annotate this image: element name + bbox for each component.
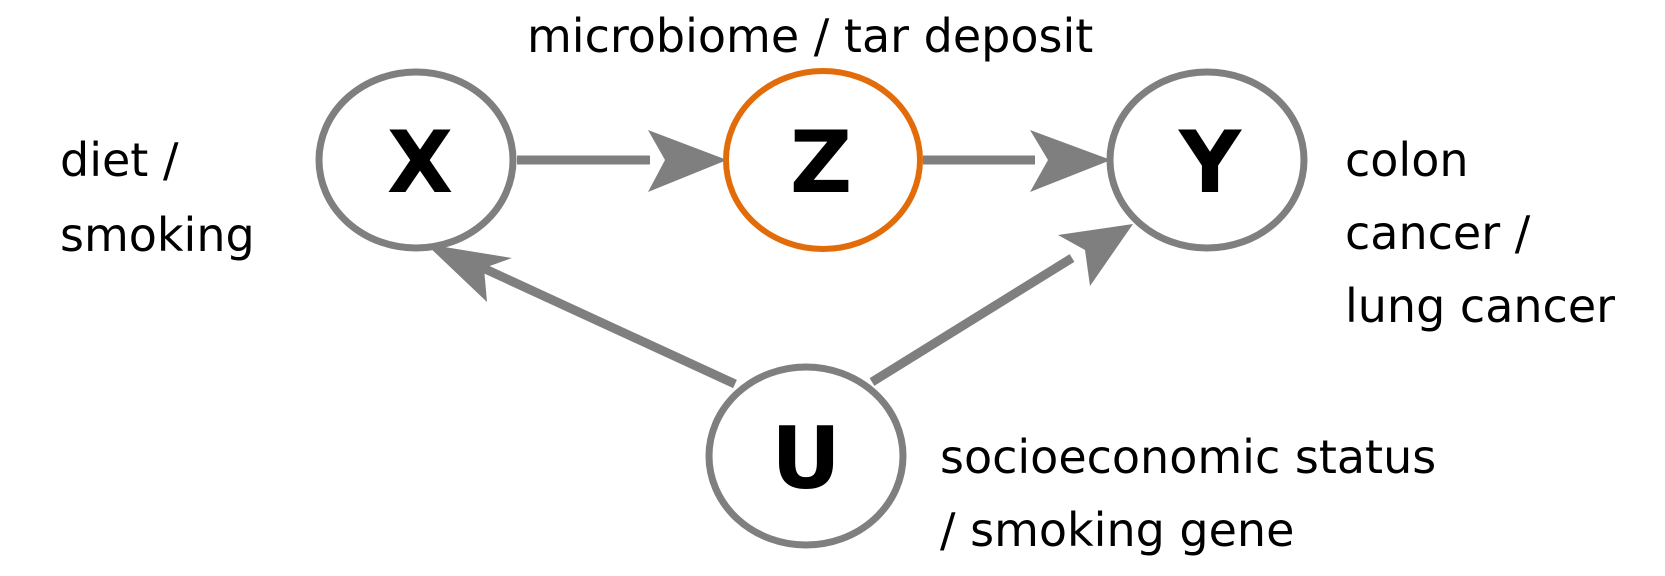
caption-u-line: socioeconomic status [940,430,1436,484]
caption-z: microbiome / tar deposit [527,9,1093,63]
node-u: U [705,363,907,549]
node-x: X [315,68,517,252]
node-y: Y [1106,68,1308,252]
caption-x-line: smoking [60,208,255,262]
caption-y: colon cancer / lung cancer [1345,133,1615,333]
node-u-letter: U [771,409,841,509]
caption-z-line: microbiome / tar deposit [527,9,1093,63]
node-z-circle [723,68,923,252]
caption-x: diet / smoking [60,133,255,262]
node-y-circle [1106,68,1308,252]
arrowhead-x-to-z [648,130,727,192]
caption-u-line: / smoking gene [940,503,1294,557]
node-u-circle [705,363,907,549]
arrowhead-u-to-y [1058,224,1133,286]
node-x-circle [315,68,517,252]
node-z-letter: Z [790,113,852,213]
caption-y-line: colon [1345,133,1469,187]
caption-y-line: cancer / [1345,206,1531,260]
edge-u-to-x [468,257,737,389]
node-y-letter: Y [1178,113,1243,213]
edge-u-to-y [869,254,1075,386]
caption-y-line: lung cancer [1345,279,1615,333]
caption-x-line: diet / [60,133,179,187]
edges [426,130,1133,389]
arrowhead-z-to-y [1030,130,1111,192]
arrowhead-u-to-x [426,244,512,302]
node-z: Z [723,68,923,252]
caption-u: socioeconomic status / smoking gene [940,430,1436,557]
node-x-letter: X [387,113,453,213]
